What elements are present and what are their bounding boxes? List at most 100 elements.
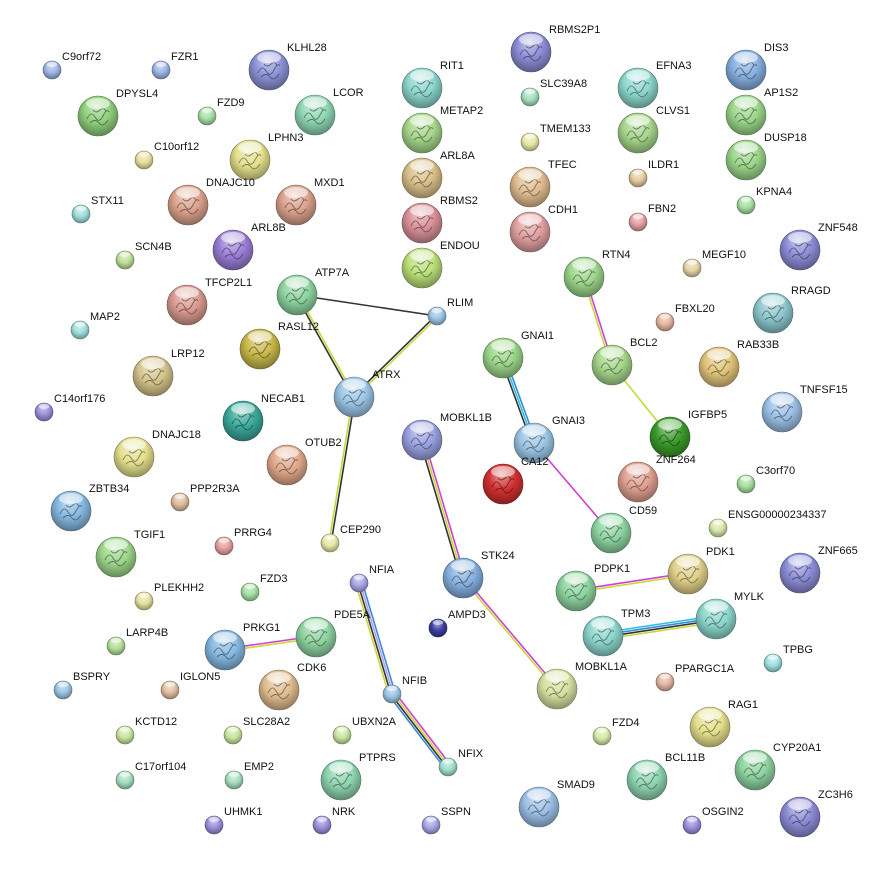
node-arl8a[interactable]: ARL8A bbox=[401, 150, 476, 199]
node-bspry[interactable]: BSPRY bbox=[53, 671, 111, 700]
node-otub2[interactable]: OTUB2 bbox=[266, 437, 342, 486]
node-mxd1[interactable]: MXD1 bbox=[275, 177, 345, 226]
node-tnfsf15[interactable]: TNFSF15 bbox=[761, 384, 848, 433]
node-zc3h6[interactable]: ZC3H6 bbox=[779, 789, 853, 838]
node-nrk[interactable]: NRK bbox=[312, 806, 356, 835]
node-rab33b[interactable]: RAB33B bbox=[698, 339, 779, 388]
node-tfec[interactable]: TFEC bbox=[509, 159, 577, 208]
node-metap2[interactable]: METAP2 bbox=[401, 105, 483, 154]
node-ppargc1a[interactable]: PPARGC1A bbox=[655, 663, 735, 692]
node-bcl11b[interactable]: BCL11B bbox=[626, 752, 705, 801]
node-c3orf70[interactable]: C3orf70 bbox=[736, 465, 795, 494]
node-nfix[interactable]: NFIX bbox=[438, 748, 484, 777]
node-pde5a[interactable]: PDE5A bbox=[295, 609, 371, 658]
edge-atrx-cep290[interactable] bbox=[328, 396, 356, 544]
node-c17orf104[interactable]: C17orf104 bbox=[115, 761, 186, 790]
node-fzd3[interactable]: FZD3 bbox=[240, 573, 288, 602]
edge-nfia-nfib[interactable] bbox=[355, 581, 396, 696]
node-stx11[interactable]: STX11 bbox=[71, 195, 124, 224]
node-pdk1[interactable]: PDK1 bbox=[667, 546, 735, 595]
node-nfia[interactable]: NFIA bbox=[349, 564, 395, 593]
node-slc39a8[interactable]: SLC39A8 bbox=[520, 78, 587, 107]
node-iglon5[interactable]: IGLON5 bbox=[160, 671, 220, 700]
node-osgin2[interactable]: OSGIN2 bbox=[682, 806, 744, 835]
node-tpm3[interactable]: TPM3 bbox=[582, 608, 650, 657]
node-fbn2[interactable]: FBN2 bbox=[628, 203, 676, 232]
node-klhl28[interactable]: KLHL28 bbox=[248, 42, 327, 91]
node-stk24[interactable]: STK24 bbox=[442, 550, 515, 599]
node-mobkl1a[interactable]: MOBKL1A bbox=[536, 661, 628, 710]
node-map2[interactable]: MAP2 bbox=[70, 311, 120, 340]
node-kpna4[interactable]: KPNA4 bbox=[736, 186, 792, 215]
node-ppp2r3a[interactable]: PPP2R3A bbox=[170, 483, 240, 512]
node-larp4b[interactable]: LARP4B bbox=[106, 627, 168, 656]
node-ampd3[interactable]: AMPD3 bbox=[428, 609, 486, 638]
node-ap1s2[interactable]: AP1S2 bbox=[725, 87, 798, 136]
node-necab1[interactable]: NECAB1 bbox=[222, 393, 305, 442]
node-tpbg[interactable]: TPBG bbox=[763, 644, 813, 673]
node-slc28a2[interactable]: SLC28A2 bbox=[223, 716, 290, 745]
node-mylk[interactable]: MYLK bbox=[695, 591, 765, 640]
node-endou[interactable]: ENDOU bbox=[401, 240, 480, 289]
node-cyp20a1[interactable]: CYP20A1 bbox=[734, 742, 821, 791]
node-rag1[interactable]: RAG1 bbox=[689, 699, 758, 748]
node-rragd[interactable]: RRAGD bbox=[752, 285, 831, 334]
node-mobkl1b[interactable]: MOBKL1B bbox=[401, 412, 492, 461]
node-uhmk1[interactable]: UHMK1 bbox=[204, 806, 263, 835]
node-megf10[interactable]: MEGF10 bbox=[682, 249, 746, 278]
node-smad9[interactable]: SMAD9 bbox=[518, 779, 595, 828]
node-igfbp5[interactable]: IGFBP5 bbox=[649, 409, 727, 458]
node-zbtb34[interactable]: ZBTB34 bbox=[50, 483, 129, 532]
node-dusp18[interactable]: DUSP18 bbox=[725, 132, 807, 181]
node-atp7a[interactable]: ATP7A bbox=[276, 267, 350, 316]
node-cd59[interactable]: CD59 bbox=[590, 505, 657, 554]
node-cep290[interactable]: CEP290 bbox=[320, 524, 381, 553]
node-rbms2[interactable]: RBMS2 bbox=[401, 195, 478, 244]
node-c9orf72[interactable]: C9orf72 bbox=[42, 51, 101, 80]
node-bcl2[interactable]: BCL2 bbox=[591, 337, 658, 386]
node-kctd12[interactable]: KCTD12 bbox=[115, 716, 177, 745]
node-rit1[interactable]: RIT1 bbox=[401, 60, 464, 109]
node-prrg4[interactable]: PRRG4 bbox=[214, 527, 272, 556]
node-c14orf176[interactable]: C14orf176 bbox=[34, 393, 105, 422]
node-prkg1[interactable]: PRKG1 bbox=[204, 622, 280, 671]
node-tfcp2l1[interactable]: TFCP2L1 bbox=[166, 277, 252, 326]
edge-nfib-nfix[interactable] bbox=[388, 691, 452, 770]
node-efna3[interactable]: EFNA3 bbox=[617, 60, 691, 109]
node-sspn[interactable]: SSPN bbox=[421, 806, 471, 835]
node-dis3[interactable]: DIS3 bbox=[725, 42, 788, 91]
node-dnajc18[interactable]: DNAJC18 bbox=[113, 429, 201, 478]
node-c10orf12[interactable]: C10orf12 bbox=[134, 141, 199, 170]
node-lcor[interactable]: LCOR bbox=[294, 87, 364, 136]
node-znf665[interactable]: ZNF665 bbox=[779, 545, 858, 594]
node-atrx[interactable]: ATRX bbox=[333, 369, 401, 418]
node-arl8b[interactable]: ARL8B bbox=[212, 222, 286, 271]
node-emp2[interactable]: EMP2 bbox=[224, 761, 274, 790]
node-rasl12[interactable]: RASL12 bbox=[239, 321, 319, 370]
node-nfib[interactable]: NFIB bbox=[382, 675, 427, 704]
node-tgif1[interactable]: TGIF1 bbox=[95, 529, 165, 578]
node-cdk6[interactable]: CDK6 bbox=[258, 662, 326, 711]
node-dnajc10[interactable]: DNAJC10 bbox=[167, 177, 255, 226]
edge-atp7a-rlim[interactable] bbox=[296, 294, 438, 317]
edge-mobkl1b-stk24[interactable] bbox=[419, 439, 466, 579]
edge-stk24-mobkl1a[interactable] bbox=[461, 576, 559, 691]
node-fzd4[interactable]: FZD4 bbox=[592, 717, 640, 746]
node-dpysl4[interactable]: DPYSL4 bbox=[77, 88, 158, 137]
node-rlim[interactable]: RLIM bbox=[427, 297, 473, 326]
node-ubxn2a[interactable]: UBXN2A bbox=[332, 716, 397, 745]
node-gnai1[interactable]: GNAI1 bbox=[482, 330, 554, 379]
node-plekhh2[interactable]: PLEKHH2 bbox=[134, 582, 204, 611]
node-scn4b[interactable]: SCN4B bbox=[115, 241, 172, 270]
node-gnai3[interactable]: GNAI3 bbox=[513, 415, 585, 464]
node-ca12[interactable]: CA12 bbox=[482, 456, 549, 505]
node-tmem133[interactable]: TMEM133 bbox=[520, 123, 591, 152]
node-fzd9[interactable]: FZD9 bbox=[197, 97, 245, 126]
node-ildr1[interactable]: ILDR1 bbox=[628, 159, 679, 188]
node-rtn4[interactable]: RTN4 bbox=[563, 249, 631, 298]
node-cdh1[interactable]: CDH1 bbox=[509, 204, 578, 253]
node-ptprs[interactable]: PTPRS bbox=[320, 752, 396, 801]
node-lphn3[interactable]: LPHN3 bbox=[229, 132, 303, 181]
node-pdpk1[interactable]: PDPK1 bbox=[555, 563, 630, 612]
node-znf264[interactable]: ZNF264 bbox=[617, 454, 696, 503]
